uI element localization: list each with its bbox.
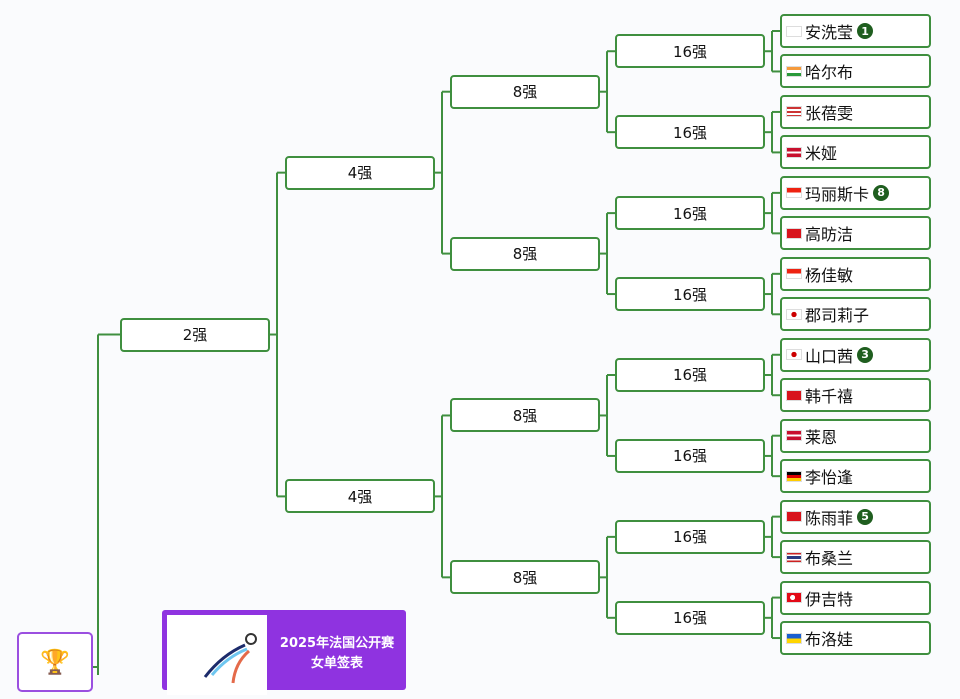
player-entry[interactable]: 杨佳敏 bbox=[780, 256, 931, 291]
round-label: 8强 bbox=[512, 83, 538, 102]
player-name: 莱恩 bbox=[805, 427, 838, 447]
bracket-lines bbox=[92, 30, 780, 675]
trophy-icon: 🏆 bbox=[40, 648, 70, 676]
player-name: 李怡逢 bbox=[805, 468, 854, 488]
round-label: 16强 bbox=[672, 609, 708, 628]
player-entry[interactable]: 韩千禧 bbox=[780, 378, 931, 413]
player-name: 杨佳敏 bbox=[805, 265, 854, 285]
round-label: 16强 bbox=[672, 528, 708, 547]
round-label: 2强 bbox=[182, 326, 208, 345]
quarterfinal-box[interactable]: 8强 bbox=[450, 560, 600, 595]
final-box[interactable]: 2强 bbox=[120, 317, 270, 352]
player-entry[interactable]: 哈尔布 bbox=[780, 54, 931, 89]
player-name: 郡司莉子 bbox=[805, 306, 870, 326]
round-label: 8强 bbox=[512, 406, 538, 425]
player-entry[interactable]: 郡司莉子 bbox=[780, 297, 931, 332]
india-flag-icon bbox=[786, 65, 802, 77]
singapore-flag-icon bbox=[786, 268, 802, 280]
china-flag-icon bbox=[786, 389, 802, 401]
player-name: 米娅 bbox=[805, 144, 838, 164]
quarterfinal-box[interactable]: 8强 bbox=[450, 398, 600, 433]
round-of-16-box[interactable]: 16强 bbox=[615, 357, 765, 392]
round-label: 8强 bbox=[512, 568, 538, 587]
denmark-flag-icon bbox=[786, 146, 802, 158]
player-entry[interactable]: 布洛娃 bbox=[780, 621, 931, 656]
player-entry[interactable]: 米娅 bbox=[780, 135, 931, 170]
player-entry[interactable]: 张蓓雯 bbox=[780, 94, 931, 129]
ukraine-flag-icon bbox=[786, 632, 802, 644]
player-name: 伊吉特 bbox=[805, 589, 854, 609]
seed-badge: 5 bbox=[857, 508, 874, 525]
thailand-flag-icon bbox=[786, 551, 802, 563]
round-of-16-box[interactable]: 16强 bbox=[615, 600, 765, 635]
player-entry[interactable]: 布桑兰 bbox=[780, 540, 931, 575]
player-name: 布桑兰 bbox=[805, 549, 854, 569]
poster-title: 2025年法国公开赛 bbox=[279, 636, 395, 651]
round-of-16-box[interactable]: 16强 bbox=[615, 277, 765, 312]
round-label: 8强 bbox=[512, 245, 538, 264]
usa-flag-icon bbox=[786, 106, 802, 118]
china-flag-icon bbox=[786, 227, 802, 239]
korea-flag-icon bbox=[786, 25, 802, 37]
round-of-16-box[interactable]: 16强 bbox=[615, 519, 765, 554]
semifinal-box[interactable]: 4强 bbox=[285, 479, 435, 514]
round-of-16-box[interactable]: 16强 bbox=[615, 34, 765, 69]
player-name: 高昉洁 bbox=[805, 225, 854, 245]
seed-badge: 1 bbox=[857, 23, 874, 39]
player-name: 玛丽斯卡 bbox=[805, 184, 870, 204]
player-name: 哈尔布 bbox=[805, 63, 854, 83]
seed-badge: 3 bbox=[857, 346, 874, 363]
round-of-16-box[interactable]: 16强 bbox=[615, 115, 765, 150]
player-name: 布洛娃 bbox=[805, 630, 854, 650]
quarterfinal-box[interactable]: 8强 bbox=[450, 236, 600, 271]
player-name: 韩千禧 bbox=[805, 387, 854, 407]
shuttlecock-icon bbox=[203, 633, 257, 684]
china-flag-icon bbox=[786, 511, 802, 523]
japan-flag-icon bbox=[786, 349, 802, 361]
turkey-flag-icon bbox=[786, 592, 802, 604]
germany-flag-icon bbox=[786, 470, 802, 482]
round-label: 16强 bbox=[672, 42, 708, 61]
semifinal-box[interactable]: 4强 bbox=[285, 155, 435, 190]
player-entry[interactable]: 伊吉特 bbox=[780, 580, 931, 615]
seed-badge: 8 bbox=[873, 184, 890, 201]
trophy-box: 🏆 bbox=[17, 632, 93, 692]
round-label: 16强 bbox=[672, 204, 708, 223]
player-entry[interactable]: 李怡逢 bbox=[780, 459, 931, 494]
denmark-flag-icon bbox=[786, 430, 802, 442]
quarterfinal-box[interactable]: 8强 bbox=[450, 74, 600, 109]
round-of-16-box[interactable]: 16强 bbox=[615, 196, 765, 231]
round-label: 16强 bbox=[672, 366, 708, 385]
japan-flag-icon bbox=[786, 308, 802, 320]
player-entry[interactable]: 高昉洁 bbox=[780, 216, 931, 251]
round-label: 4强 bbox=[347, 164, 373, 183]
poster-card: 2025年法国公开赛女单签表 bbox=[162, 610, 406, 695]
player-name: 陈雨菲 bbox=[805, 508, 854, 528]
poster-subtitle: 女单签表 bbox=[310, 656, 363, 671]
round-of-16-box[interactable]: 16强 bbox=[615, 438, 765, 473]
round-label: 16强 bbox=[672, 285, 708, 304]
round-label: 16强 bbox=[672, 447, 708, 466]
player-name: 山口茜 bbox=[805, 346, 854, 366]
player-name: 安洗莹 bbox=[805, 23, 854, 42]
player-entry[interactable]: 莱恩 bbox=[780, 418, 931, 453]
round-label: 4强 bbox=[347, 487, 373, 506]
player-name: 张蓓雯 bbox=[805, 103, 854, 123]
round-label: 16强 bbox=[672, 123, 708, 142]
indonesia-flag-icon bbox=[786, 187, 802, 199]
badminton-logo bbox=[167, 615, 267, 695]
